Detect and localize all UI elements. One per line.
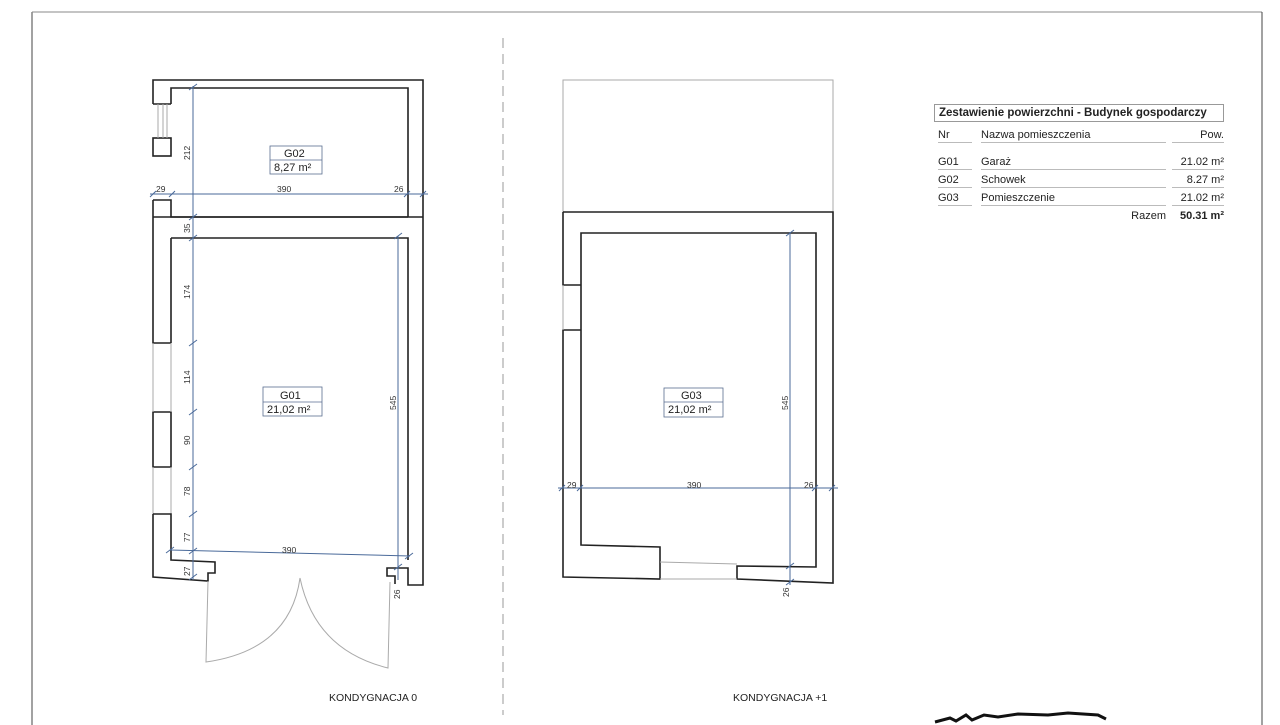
dim-77: 77	[182, 532, 192, 542]
dim-545: 545	[780, 396, 790, 410]
room-g01-area: 21,02 m²	[267, 404, 311, 416]
table-row: G01 Garaż 21.02 m²	[934, 155, 1224, 170]
dim-26: 26	[394, 184, 404, 194]
dim-114: 114	[182, 370, 192, 384]
table-title: Zestawienie powierzchni - Budynek gospod…	[934, 104, 1224, 122]
row-name: Pomieszczenie	[981, 191, 1166, 206]
room-g02-id: G02	[284, 148, 305, 160]
table-total-row: Razem 50.31 m²	[934, 209, 1224, 223]
dim-27: 27	[182, 566, 192, 576]
row-nr: G01	[938, 155, 972, 170]
total-value: 50.31 m²	[1179, 210, 1224, 222]
row-name: Garaż	[981, 155, 1166, 170]
room-g01-id: G01	[280, 390, 301, 402]
floor-label-0: KONDYGNACJA 0	[329, 692, 418, 704]
room-g02-area: 8,27 m²	[274, 162, 312, 174]
dim-390-bottom: 390	[282, 545, 296, 555]
room-g03-id: G03	[681, 390, 702, 402]
row-area: 21.02 m²	[1172, 155, 1224, 170]
row-name: Schowek	[981, 173, 1166, 188]
dim-212: 212	[182, 146, 192, 160]
dim-390: 390	[687, 480, 701, 490]
floor-label-1: KONDYGNACJA +1	[733, 692, 828, 704]
room-g03-area: 21,02 m²	[668, 404, 712, 416]
table-row: G03 Pomieszczenie 21.02 m²	[934, 191, 1224, 206]
area-summary-table: Zestawienie powierzchni - Budynek gospod…	[934, 104, 1224, 223]
dim-390: 390	[277, 184, 291, 194]
page-frame	[31, 11, 1263, 725]
plan-level-0: 212 29 390 26 35 174 114 90 78 77 27 390…	[149, 79, 428, 669]
dimension-lines	[149, 83, 428, 581]
dim-545: 545	[388, 396, 398, 410]
table-header: Nr Nazwa pomieszczenia Pow.	[934, 128, 1224, 143]
header-nr: Nr	[938, 128, 972, 143]
row-area: 21.02 m²	[1172, 191, 1224, 206]
row-nr: G03	[938, 191, 972, 206]
cut-off-handwriting	[934, 711, 1107, 724]
row-nr: G02	[938, 173, 972, 188]
dim-26-bottom: 26	[781, 587, 791, 597]
plan-level-1: 29 390 26 545 26 G03 21,02 m²	[558, 79, 838, 597]
header-area: Pow.	[1172, 128, 1224, 143]
header-name: Nazwa pomieszczenia	[981, 128, 1166, 143]
dim-29: 29	[156, 184, 166, 194]
dim-174: 174	[182, 285, 192, 299]
dim-29: 29	[567, 480, 577, 490]
dim-26: 26	[804, 480, 814, 490]
dim-78: 78	[182, 486, 192, 496]
total-label: Razem	[1131, 210, 1166, 222]
dimension-lines-right	[558, 229, 838, 586]
row-area: 8.27 m²	[1172, 173, 1224, 188]
table-row: G02 Schowek 8.27 m²	[934, 173, 1224, 188]
dim-26-bottom: 26	[392, 589, 402, 599]
dim-90: 90	[182, 435, 192, 445]
dim-35: 35	[182, 223, 192, 233]
